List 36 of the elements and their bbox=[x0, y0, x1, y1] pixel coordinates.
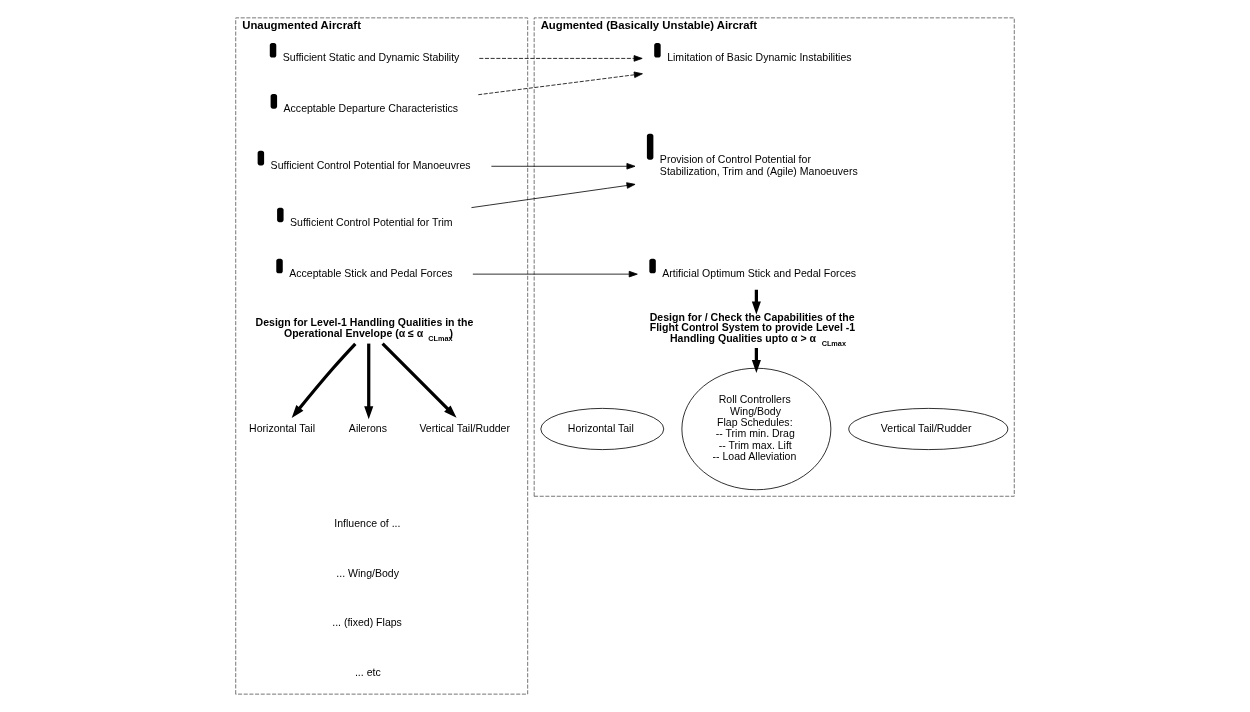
node-box bbox=[270, 94, 278, 109]
node-box bbox=[646, 133, 654, 160]
node-box bbox=[654, 43, 661, 58]
arrow bbox=[477, 71, 643, 96]
arrow bbox=[490, 163, 636, 170]
node-box bbox=[276, 258, 283, 274]
node-label: Artificial Optimum Stick and Pedal Forces bbox=[662, 266, 857, 279]
arrow bbox=[381, 342, 457, 418]
node-label: Acceptable Departure Characteristics bbox=[283, 102, 459, 115]
label: ... Wing/Body bbox=[336, 566, 399, 579]
node-text: Design for / Check the Capabilities of the Flight Control System to provide Level -1 Handling Qualities upto α > α$_{CLmax}$ bbox=[649, 310, 856, 349]
node-ellipse: Roll Controllers Wing/Body Flap Schedules: -- Trim min. Drag -- Trim max. Lift -- Load Alleviation bbox=[681, 367, 832, 491]
node-text: Design for Level-1 Handling Qualities in the Operational Envelope (α ≤ α$_{CLmax}$) bbox=[255, 315, 474, 343]
node-label: Sufficient Static and Dynamic Stability bbox=[282, 51, 460, 64]
node-text: Ailerons bbox=[348, 421, 387, 434]
arrow bbox=[471, 182, 636, 208]
node-box bbox=[257, 150, 265, 166]
node-label: Sufficient Control Potential for Manoeuvres bbox=[270, 159, 471, 172]
arrow bbox=[291, 342, 357, 418]
node-label: Sufficient Control Potential for Trim bbox=[290, 215, 453, 228]
arrow bbox=[478, 55, 643, 62]
node-label: Provision of Control Potential for Stabilization, Trim and (Agile) Manoeuvers bbox=[659, 153, 858, 177]
node-box bbox=[649, 258, 656, 274]
node-box bbox=[269, 43, 277, 58]
node-label: Limitation of Basic Dynamic Instabilities bbox=[667, 51, 852, 64]
node-box bbox=[277, 207, 284, 223]
node-ellipse: Horizontal Tail bbox=[540, 407, 665, 450]
node-text: Horizontal Tail bbox=[249, 421, 316, 434]
arrow bbox=[364, 343, 374, 420]
label: Influence of ... bbox=[334, 517, 401, 530]
label: ... etc bbox=[354, 665, 381, 678]
node-label: Acceptable Stick and Pedal Forces bbox=[289, 266, 453, 279]
arrow bbox=[472, 270, 638, 278]
node-ellipse: Vertical Tail/Rudder bbox=[848, 407, 1009, 450]
label: ... (fixed) Flaps bbox=[332, 616, 402, 629]
node-text: Vertical Tail/Rudder bbox=[419, 421, 510, 434]
